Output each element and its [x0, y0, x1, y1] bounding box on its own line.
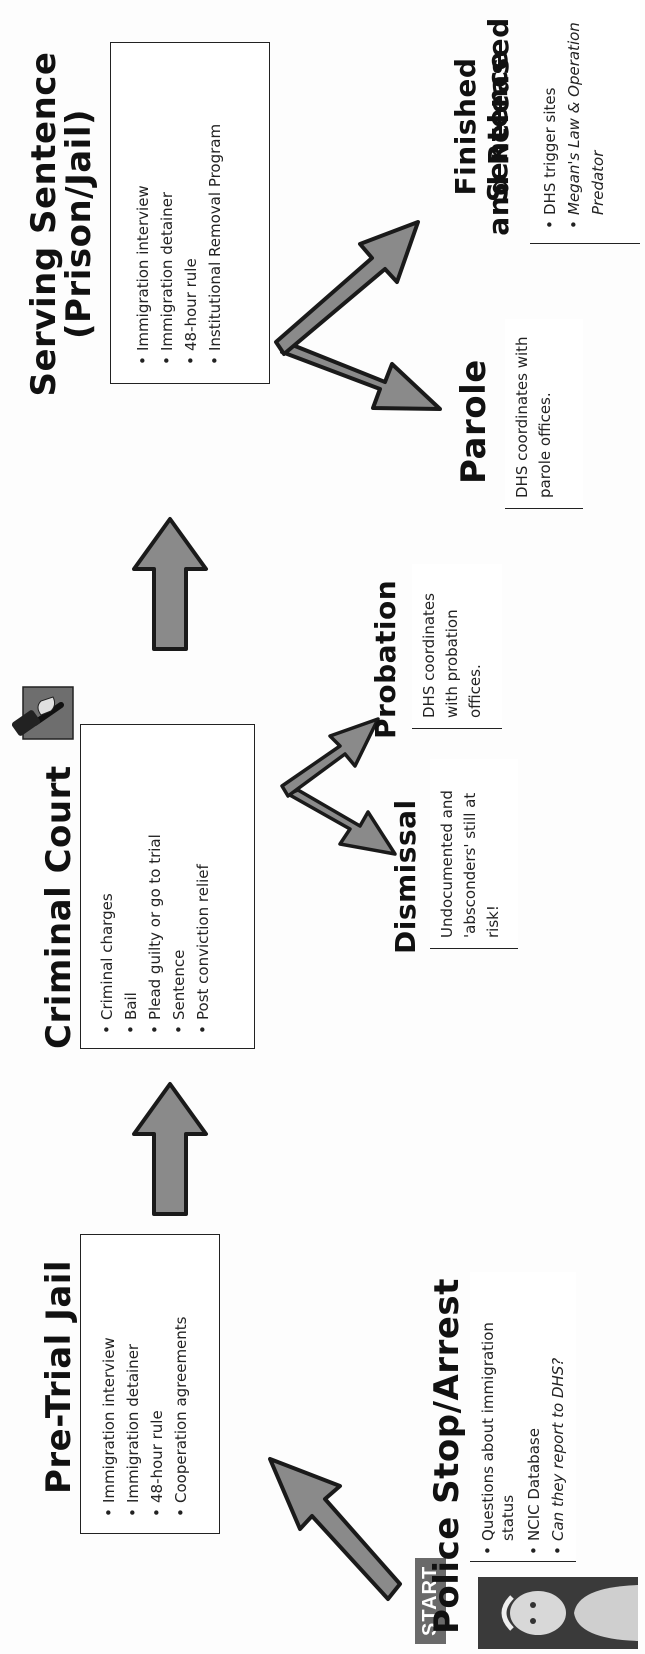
court-box: Criminal charges Bail Plead guilty or go… [80, 724, 255, 1049]
court-list: Criminal charges Bail Plead guilty or go… [81, 725, 215, 1048]
gavel-icon [5, 679, 74, 749]
serving-item-4: Institutional Removal Program [203, 43, 227, 351]
serving-title-2: (Prison/Jail) [59, 108, 99, 340]
court-item-5: Post conviction relief [191, 725, 215, 1020]
arrow-serving-to-released [274, 220, 420, 356]
released-item-1: DHS trigger sites [538, 0, 562, 215]
police-box: Questions about immigration status NCIC … [470, 1272, 576, 1562]
dismissal-note: Undocumented and 'absconders' still at r… [430, 759, 518, 949]
pretrial-item-2: Immigration detainer [121, 1235, 145, 1503]
parole-note: DHS coordinates with parole offices. [505, 319, 583, 509]
court-item-3: Plead guilty or go to trial [143, 725, 167, 1020]
pretrial-item-3: 48-hour rule [145, 1235, 169, 1503]
pretrial-list: Immigration interview Immigration detain… [81, 1235, 193, 1533]
arrow-start-to-pretrial [268, 1457, 402, 1601]
person-photo-icon [478, 1577, 638, 1649]
arrow-court-to-probation [280, 717, 380, 798]
court-title: Criminal Court [39, 765, 79, 1049]
serving-item-1: Immigration interview [131, 43, 155, 351]
parole-title: Parole [454, 359, 494, 484]
police-item-2: NCIC Database [522, 1272, 546, 1541]
serving-title-1: Serving Sentence [24, 51, 64, 397]
court-item-1: Criminal charges [95, 725, 119, 1020]
probation-note: DHS coordinates with probation offices. [412, 564, 502, 729]
pretrial-item-4: Cooperation agreements [169, 1235, 193, 1504]
released-box: DHS trigger sites Megan's Law & Operatio… [530, 0, 640, 244]
arrow-court-to-serving [132, 517, 208, 651]
pretrial-title: Pre-Trial Jail [39, 1259, 79, 1494]
police-item-3: Can they report to DHS? [546, 1272, 570, 1541]
released-list: DHS trigger sites Megan's Law & Operatio… [530, 0, 610, 243]
dismissal-title: Dismissal [389, 799, 422, 954]
released-item-2: Megan's Law & Operation Predator [562, 0, 610, 215]
police-item-1: Questions about immigration status [478, 1272, 518, 1541]
court-item-4: Sentence [167, 725, 191, 1020]
released-title-2: and Released [482, 17, 515, 236]
serving-item-3: 48-hour rule [179, 43, 203, 351]
arrow-court-to-dismissal [286, 788, 397, 856]
court-item-2: Bail [119, 725, 143, 1020]
police-list: Questions about immigration status NCIC … [470, 1272, 570, 1561]
serving-item-2: Immigration detainer [155, 43, 179, 351]
police-title: Police Stop/Arrest [427, 1278, 467, 1634]
probation-title: Probation [369, 579, 402, 739]
pretrial-item-1: Immigration interview [97, 1235, 121, 1503]
arrow-serving-to-parole [280, 340, 442, 411]
serving-list: Immigration interview Immigration detain… [111, 43, 227, 383]
arrow-pretrial-to-court [132, 1082, 208, 1216]
pretrial-box: Immigration interview Immigration detain… [80, 1234, 220, 1534]
serving-box: Immigration interview Immigration detain… [110, 42, 270, 384]
